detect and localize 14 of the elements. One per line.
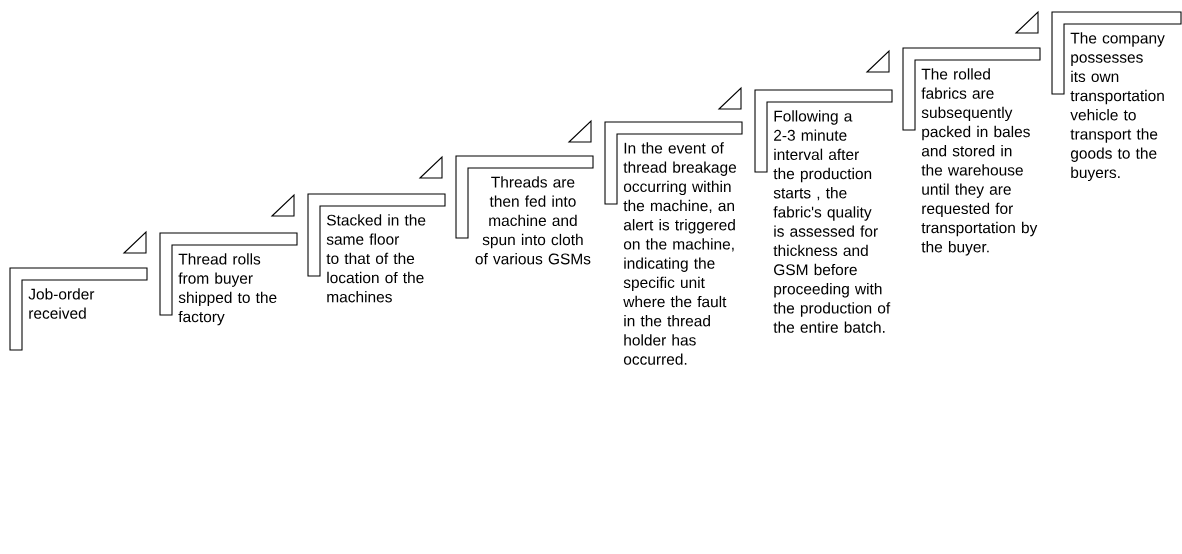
step-bracket: The company possesses its own transportation vehicle to transport the goods to the buyers. <box>1051 11 1182 182</box>
node-label: starts , the fabric's quality is assessed for thickness and GSM before proceeding with the production of the entire batch. <box>773 187 891 333</box>
node-label: and stored in the warehouse until they are requested for transportation by the buyer. <box>921 145 1038 256</box>
node-label: machines <box>327 291 392 303</box>
node-label: vehicle to transport the goods to the buyers. <box>1070 109 1158 182</box>
step-bracket: The rolled fabrics are subsequently packed in bales and stored in the warehouse until they are requested for transportation by the buyer. <box>902 47 1041 256</box>
step-bracket: Stacked in the same floor to that of the location of the machines <box>307 193 446 303</box>
node-label: of various GSMs <box>475 253 591 265</box>
step-bracket: Thread rolls from buyer shipped to the factory <box>159 232 298 326</box>
node-label: alert is triggered on the machine, indicating the specific unit where the fault in the thread holder has occurred. <box>623 219 735 365</box>
step-bracket: Job-order received <box>9 267 148 351</box>
step-bracket: Threads are then fed into machine and spun into cloth of various GSMs <box>455 155 594 265</box>
step-bracket: In the event of thread breakage occurring within the machine, an alert is triggered on the machine, indicating the specific unit where the fault in the thread holder has occurred. <box>604 121 743 365</box>
step-bracket: Following a 2-3 minute interval after the production starts , the fabric's quality is assessed for thickness and GSM before proceeding with the production of the entire batch. <box>754 89 893 333</box>
